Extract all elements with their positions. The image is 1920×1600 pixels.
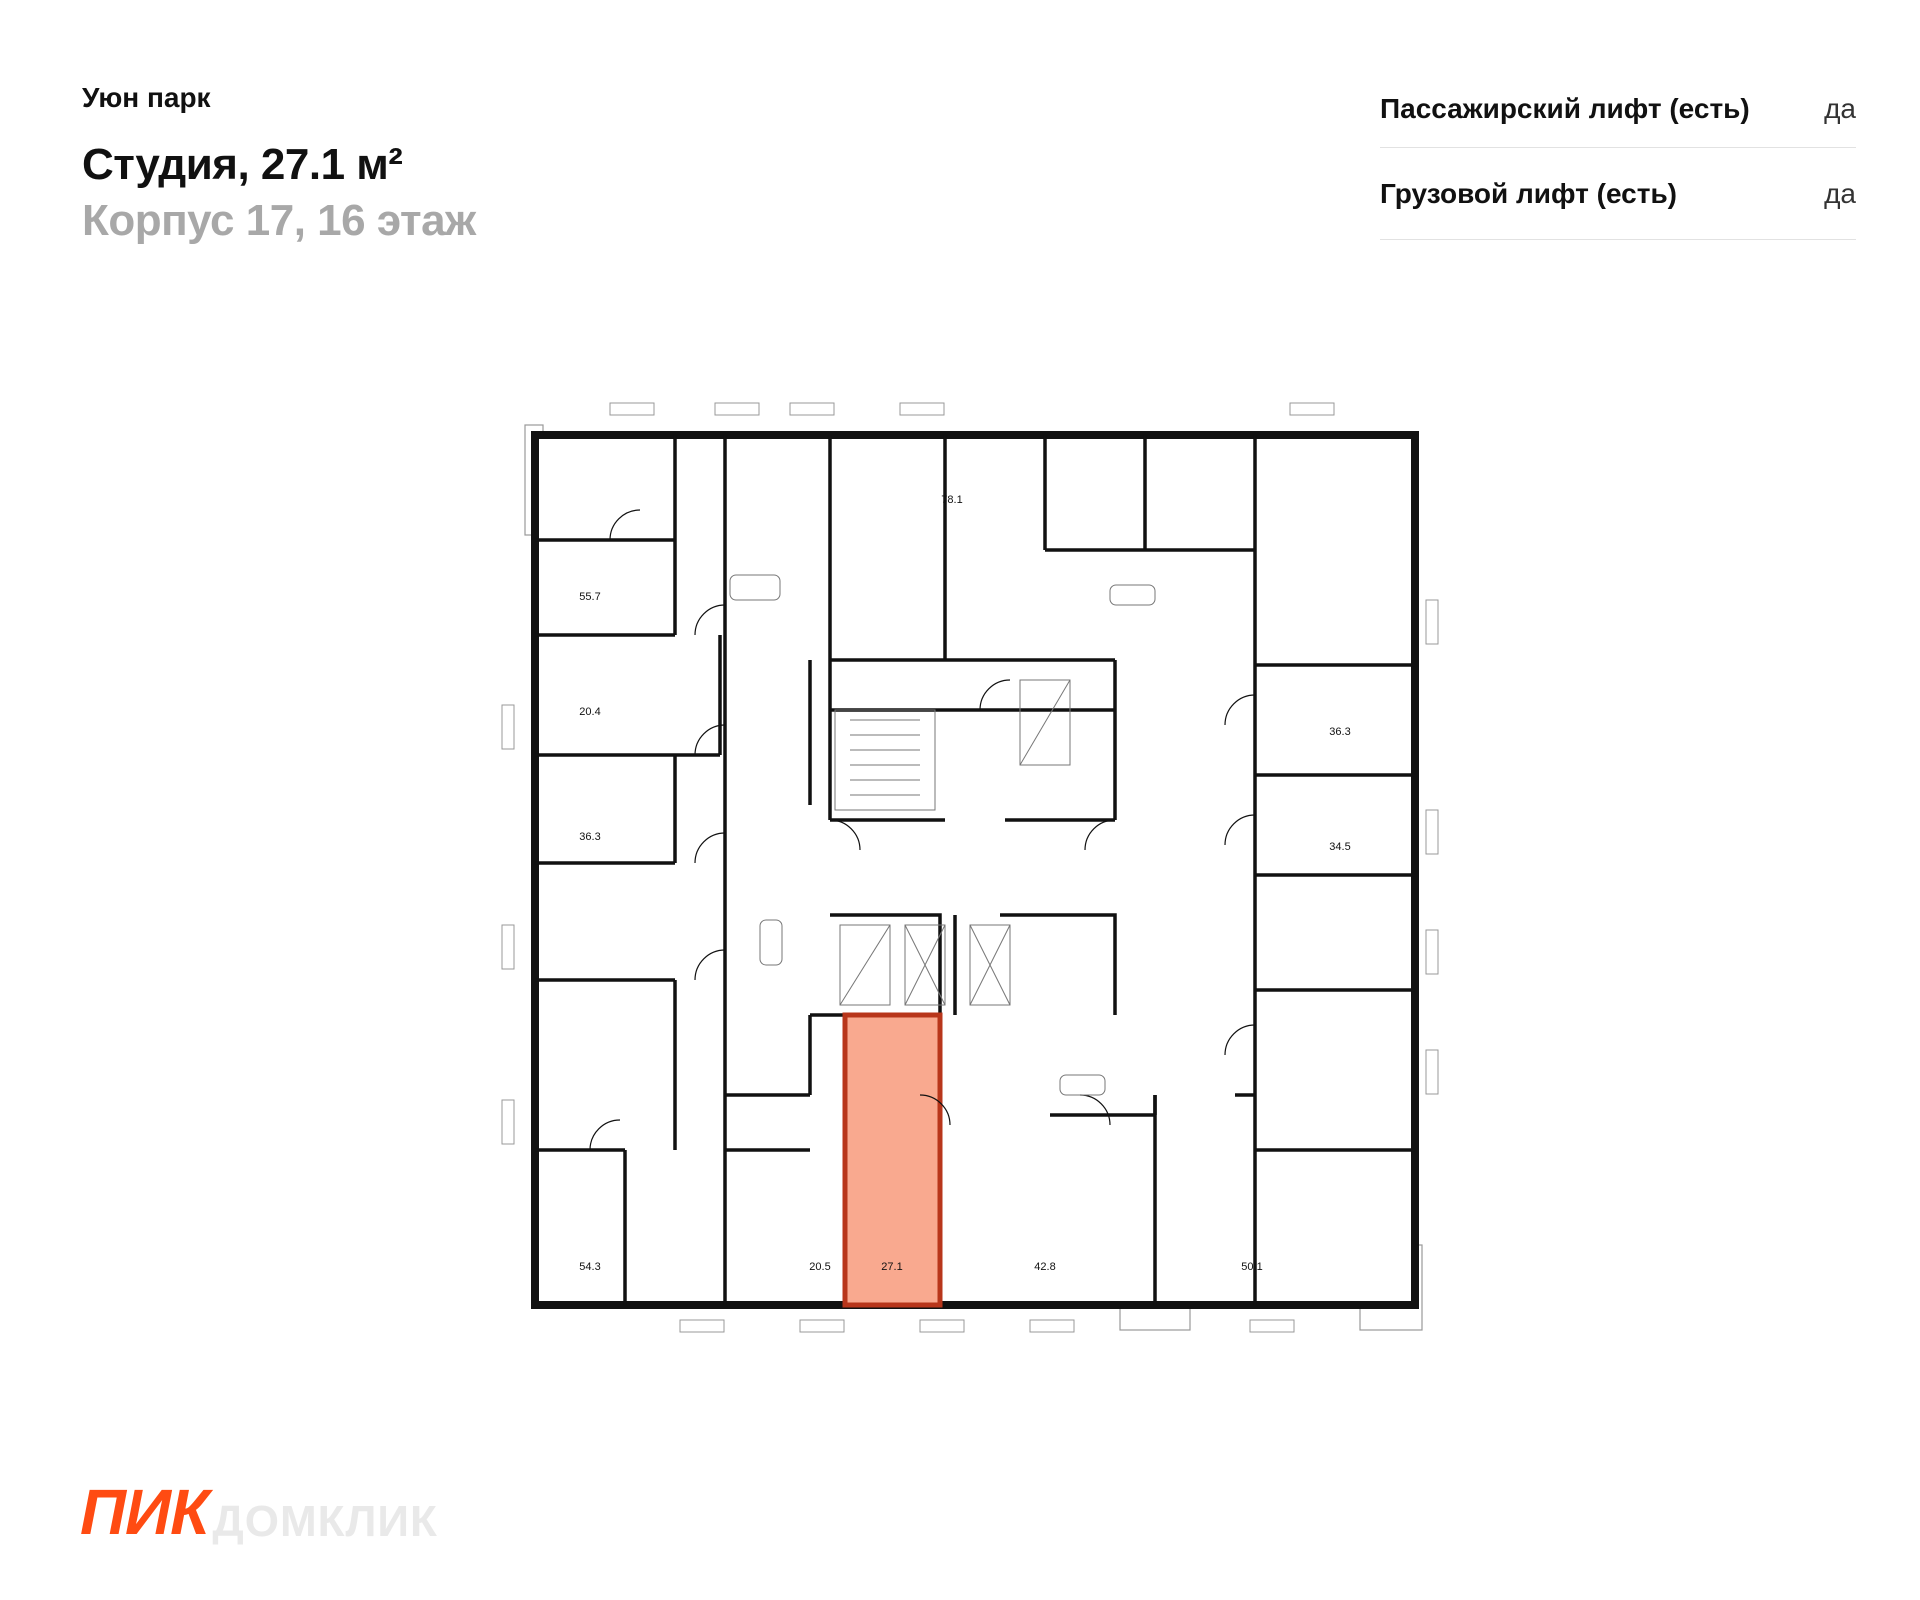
unit-area-label: 20.4 (579, 706, 600, 718)
feature-freight-lift: Грузовой лифт (есть) да (1380, 148, 1856, 240)
unit-area-label: 78.1 (941, 494, 962, 506)
feature-passenger-lift: Пассажирский лифт (есть) да (1380, 70, 1856, 148)
unit-area-label: 27.1 (881, 1261, 902, 1273)
outer-windows (501, 402, 1439, 1333)
unit-labels: 78.1 55.7 20.4 36.3 36.3 34.5 54.3 20.5 27.1 42.8… (579, 494, 1350, 1273)
pik-logo: ПИК (80, 1476, 209, 1548)
feature-value: да (1824, 177, 1856, 209)
unit-area-label: 36.3 (579, 831, 600, 843)
interior-walls (535, 435, 1415, 1305)
exterior-walls (531, 431, 1419, 1309)
floor-plan: 78.1 55.7 20.4 36.3 36.3 34.5 54.3 20.5 27.1 42.8… (501, 402, 1439, 1333)
unit-area-label: 34.5 (1329, 841, 1350, 853)
unit-area-label: 20.5 (809, 1261, 830, 1273)
doors (589, 509, 1256, 1151)
feature-label: Пассажирский лифт (есть) (1380, 92, 1750, 124)
domclick-watermark: ДОМКЛИК (212, 1497, 438, 1546)
unit-area-label: 36.3 (1329, 726, 1350, 738)
complex-name: Уюн парк (82, 82, 211, 113)
apartment-title: Студия, 27.1 м² (82, 140, 403, 189)
building-floor: Корпус 17, 16 этаж (82, 196, 476, 245)
feature-label: Грузовой лифт (есть) (1380, 177, 1677, 209)
unit-area-label: 55.7 (579, 591, 600, 603)
selected-unit[interactable] (842, 1012, 943, 1308)
unit-area-label: 42.8 (1034, 1261, 1055, 1273)
feature-value: да (1824, 92, 1856, 124)
unit-area-label: 50.1 (1241, 1261, 1262, 1273)
brand-logo: ПИК ДОМКЛИК (80, 1480, 438, 1544)
features-list: Пассажирский лифт (есть) да Грузовой лиф… (1380, 70, 1856, 240)
fixtures (729, 574, 1156, 1096)
unit-area-label: 54.3 (579, 1261, 600, 1273)
room-fills (534, 434, 1416, 1306)
